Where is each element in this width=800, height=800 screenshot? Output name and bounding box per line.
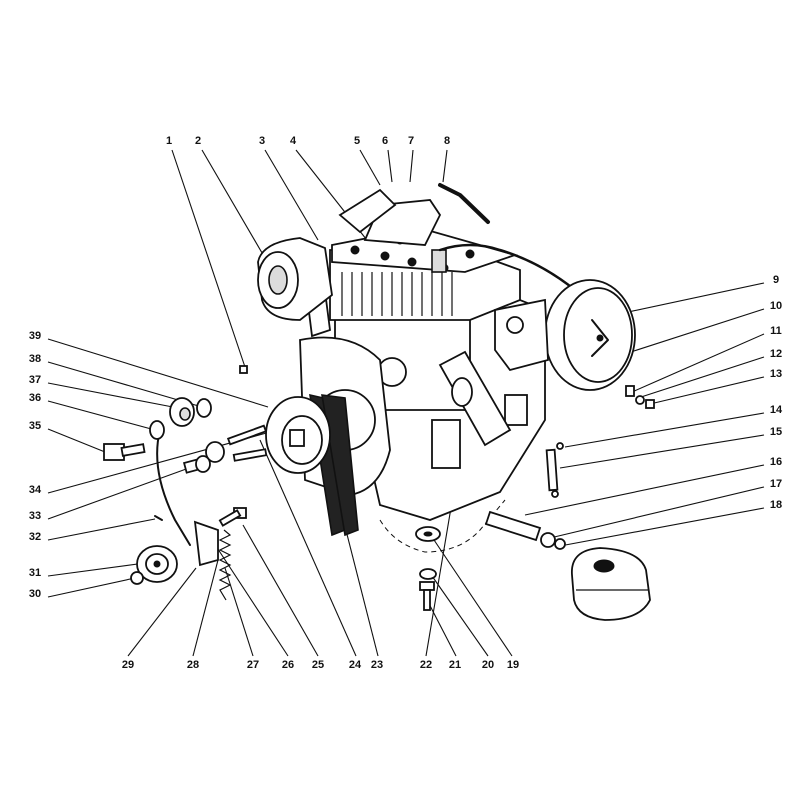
part-label-29: 29 <box>122 659 134 671</box>
part-label-30: 30 <box>29 588 41 600</box>
part-label-8: 8 <box>444 135 450 147</box>
part-label-17: 17 <box>770 478 782 490</box>
part-label-37: 37 <box>29 374 41 386</box>
part-label-16: 16 <box>770 456 782 468</box>
intake-pipe-and-cap <box>438 350 651 621</box>
part-label-1: 1 <box>166 135 172 147</box>
part-label-2: 2 <box>195 135 201 147</box>
part-label-28: 28 <box>187 659 199 671</box>
part-label-9: 9 <box>773 274 779 286</box>
pulley-assembly <box>226 336 391 537</box>
part-label-35: 35 <box>29 420 41 432</box>
part-label-15: 15 <box>770 426 782 438</box>
part-label-23: 23 <box>371 659 383 671</box>
part-label-10: 10 <box>770 300 782 312</box>
washers-and-bolt <box>415 526 441 611</box>
part-label-5: 5 <box>354 135 360 147</box>
part-label-36: 36 <box>29 392 41 404</box>
bolts-and-washers <box>103 365 248 474</box>
part-label-24: 24 <box>349 659 362 671</box>
part-label-14: 14 <box>770 404 783 416</box>
part-label-12: 12 <box>770 348 782 360</box>
tensioner-assembly <box>130 429 247 601</box>
part-label-21: 21 <box>449 659 461 671</box>
part-label-39: 39 <box>29 330 41 342</box>
part-label-33: 33 <box>29 510 41 522</box>
part-label-25: 25 <box>312 659 324 671</box>
part-label-7: 7 <box>408 135 414 147</box>
part-label-31: 31 <box>29 567 41 579</box>
air-filter <box>494 279 655 426</box>
exhaust-silencer <box>257 237 333 321</box>
part-label-34: 34 <box>29 484 42 496</box>
part-label-22: 22 <box>420 659 432 671</box>
part-label-27: 27 <box>247 659 259 671</box>
part-label-26: 26 <box>282 659 294 671</box>
part-label-4: 4 <box>290 135 297 147</box>
part-label-6: 6 <box>382 135 388 147</box>
part-label-19: 19 <box>507 659 519 671</box>
threaded-shaft <box>484 510 566 550</box>
part-label-13: 13 <box>770 368 782 380</box>
part-label-3: 3 <box>259 135 265 147</box>
part-label-11: 11 <box>770 325 782 337</box>
part-label-18: 18 <box>770 499 782 511</box>
part-label-38: 38 <box>29 353 41 365</box>
part-label-20: 20 <box>482 659 494 671</box>
part-label-32: 32 <box>29 531 41 543</box>
pin-and-clip <box>545 442 564 498</box>
